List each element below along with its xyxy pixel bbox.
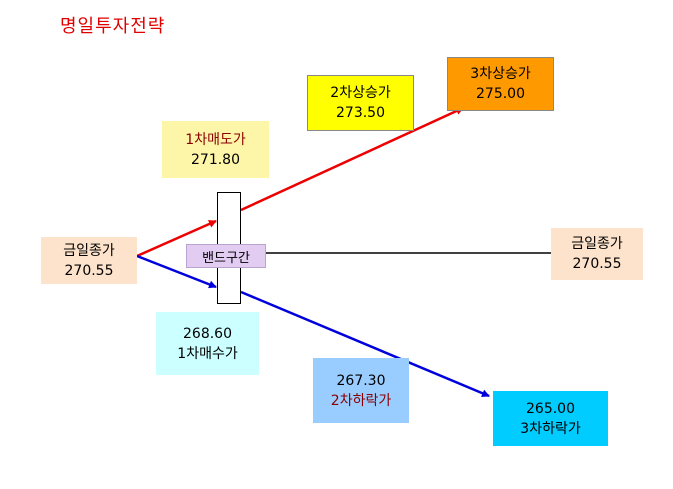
buy1-label: 1차매수가 — [177, 345, 238, 362]
today-close-right-value: 270.55 — [572, 256, 622, 272]
buy1-value: 268.60 — [183, 325, 232, 342]
fall2-label: 2차하락가 — [330, 392, 392, 409]
up-line-to-band — [136, 219, 217, 258]
rise3-label: 3차상승가 — [470, 66, 531, 82]
fall3-value: 265.00 — [526, 400, 575, 417]
fall3-box: 265.00 3차하락가 — [493, 391, 608, 446]
rise2-box: 2차상승가 273.50 — [307, 75, 414, 131]
today-close-box: 금일종가 270.55 — [41, 237, 137, 284]
page-title: 명일투자전략 — [60, 16, 166, 37]
band-range-label: 밴드구간 — [186, 244, 266, 268]
sell1-value: 271.80 — [191, 151, 240, 168]
buy1-box: 268.60 1차매수가 — [156, 312, 259, 375]
fall2-value: 267.30 — [336, 372, 386, 389]
fall3-label: 3차하락가 — [520, 420, 581, 437]
today-close-right-label: 금일종가 — [571, 236, 623, 252]
rise3-value: 275.00 — [476, 86, 525, 102]
today-close-value: 270.55 — [64, 262, 114, 279]
today-close-label: 금일종가 — [63, 242, 115, 259]
down-line-from-band — [240, 290, 490, 398]
sell1-label: 1차매도가 — [185, 131, 246, 148]
up-line-from-band — [240, 106, 464, 212]
rise3-box: 3차상승가 275.00 — [447, 57, 554, 111]
fall2-box: 267.30 2차하락가 — [313, 358, 409, 423]
rise2-label: 2차상승가 — [330, 85, 391, 101]
down-line-to-band — [136, 254, 217, 289]
sell1-box: 1차매도가 271.80 — [162, 121, 269, 178]
today-close-right-box: 금일종가 270.55 — [551, 228, 643, 280]
rise2-value: 273.50 — [336, 105, 385, 121]
